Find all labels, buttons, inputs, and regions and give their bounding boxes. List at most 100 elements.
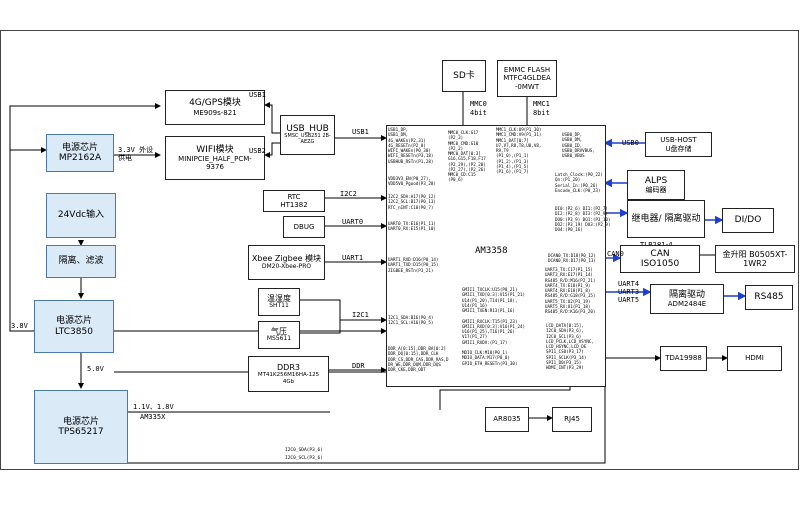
can-box: CAN ISO1050 (620, 245, 700, 273)
dido-box: DI/DO (722, 208, 774, 233)
can-title: CAN ISO1050 (640, 248, 680, 269)
i2c1-pin-list: I2C1_SDA:B16(P0_4) I2C1_SCL:A16(P0_5) (388, 315, 434, 326)
uart0-pin-list: UART0_TX:E16(P1_11) UART0_RX:E15(P1_10) (388, 221, 436, 232)
rtc-pin-list: I2C2_SDA:A17(P0_12) I2C2_SCL:B17(P0_13) … (388, 194, 436, 210)
label-3v3: 3.3V 外设供电 (118, 146, 154, 163)
label-can0: CAN0 (607, 250, 624, 258)
hdmi-box: HDMI (727, 346, 782, 371)
gmii-pin-list: GMII1_TXCLK:U15(P0_21) GMII1_TXD[0:3]:V1… (462, 287, 526, 366)
sht-sub: SHT11 (269, 302, 289, 310)
label-i2c2: I2C2 (340, 190, 357, 198)
zigbee-sub: DM20-Xbee-PRO (261, 262, 312, 270)
sd-title: SD卡 (453, 70, 475, 81)
label-mmc1: MMC1 8bit (533, 100, 550, 118)
label-ddr: DDR (352, 362, 365, 370)
vdd-pin-list: VDD3V3_EN(P0_27), VDD5V0_Pgood(P3_28) (388, 176, 436, 187)
wifi-sub: MINIPCIE_HALF_PCM-9376 (178, 155, 252, 172)
label-usb2-wifi: USB2 (249, 147, 266, 155)
sht11-box: 温湿度 SHT11 (258, 288, 300, 316)
ddr3-box: DDR3 MT41K256M16HA-125 4Gb (248, 356, 329, 392)
input-24v-box: 24Vdc输入 (46, 193, 116, 238)
gps-module-box: 4G/GPS模块 ME909s-821 (165, 90, 265, 125)
label-i2c0-sda: I2C0_SDA(P3_6) (285, 448, 323, 453)
alps-pin-list: Latch_Clock:(P0_22) Qn:(P1_20) Serial_In… (555, 172, 603, 193)
rtc-box: RTC HT1382 (263, 190, 325, 212)
label-uart0: UART0 (342, 218, 364, 226)
ar8035-title: AR8035 (493, 415, 521, 424)
relay-title: 继电器/ 隔离驱动 (631, 213, 701, 224)
label-usb1-gps: USB1 (249, 91, 266, 99)
ddr3-sub: MT41K256M16HA-125 (257, 372, 320, 379)
uart1-pin-list: UART1_RXD:D16(P0_14) UART1_TXD:D15(P0_15… (388, 257, 439, 273)
dbug-box: DBUG (283, 216, 325, 238)
mp2162-title: 电源芯片 MP2162A (58, 142, 102, 163)
ltc3850-box: 电源芯片 LTC3850 (34, 300, 114, 353)
relay-box: 继电器/ 隔离驱动 (627, 200, 705, 238)
mp2162-box: 电源芯片 MP2162A (46, 134, 114, 172)
am3358-chip: AM3358 (386, 125, 606, 387)
alps-title: ALPS (644, 175, 668, 186)
usbhost-sub: U盘存储 (665, 144, 692, 153)
sd-card-box: SD卡 (442, 60, 486, 92)
dido-title: DI/DO (734, 215, 762, 226)
label-uart1: UART1 (342, 254, 364, 262)
tps65217-title: 电源芯片 TPS65217 (58, 416, 104, 437)
label-uart4: UART4 (618, 280, 640, 288)
emmc-title: EMMC FLASH MTFC4GLDEA -0MWT (503, 66, 551, 91)
label-i2c0-scl: I2C0_SCL(P3_6) (285, 456, 323, 461)
tda19988-box: TDA19988 (660, 346, 707, 371)
mmc0-pin-list: MMC0_CLK:G17 (P2_3) MMC0_CMD:G18 (P2_2) … (448, 130, 486, 183)
wifi-title: WIFI模块 (196, 144, 234, 155)
am3358-label: AM3358 (475, 246, 508, 256)
label-uart3: UART3 (618, 288, 640, 296)
dio-pin-list: DI0:(P2_6) DI1:(P2_7) DI2:(P2_8) DI3:(P2… (555, 206, 611, 232)
label-mmc0: MMC0 4bit (470, 100, 487, 118)
ddr-pin-list: DDR_A[0:15],DDR_BA[0:2] DDR_DQ[0:15],DDR… (388, 346, 449, 372)
label-3v8: 3.8V (11, 322, 28, 330)
ddr3-title: DDR3 (277, 363, 300, 373)
iso485-sub: ADM2484E (667, 300, 707, 309)
ddr3-sub2: 4Gb (282, 378, 295, 385)
filter-box: 隔离、滤波 (46, 245, 116, 278)
v24-title: 24Vdc输入 (57, 210, 105, 221)
qiya-sub: MS5611 (266, 335, 292, 343)
lcd-pin-list: LCD_DATA[0:15], I2C0_SDA(P3_6), I2C0_SCL… (546, 323, 594, 370)
rs485-box: RS485 (745, 285, 793, 310)
rs485-title: RS485 (754, 292, 784, 303)
hdmi-title: HDMI (745, 354, 764, 363)
wifi-module-box: WIFI模块 MINIPCIE_HALF_PCM-9376 (165, 136, 265, 180)
rj45-title: RJ45 (564, 415, 580, 424)
rj45-box: RJ45 (552, 407, 592, 432)
usb0-pin-list: USB0_DP, USB0_DM, USB0_ID, USB0_DRVVBUS,… (562, 132, 595, 158)
mmc1-pin-list: MMC1_CLK:U9(P1_30) MMC1_CMD:V9(P1_31) MM… (496, 127, 542, 174)
usbhost-title: USB-HOST (660, 136, 697, 145)
diagram-frame (0, 30, 799, 470)
ms5611-box: 气压 MS5611 (258, 321, 300, 349)
label-i2c1: I2C1 (352, 311, 369, 319)
label-5v0: 5.0V (87, 365, 104, 373)
label-usb1-hub: USB1 (352, 128, 369, 136)
iso485-box: 隔离驱动 ADM2484E (650, 284, 724, 314)
usb-host-box: USB-HOST U盘存储 (645, 132, 712, 157)
ltc3850-title: 电源芯片 LTC3850 (55, 316, 93, 337)
dbug-title: DBUG (293, 222, 315, 231)
ar8035-box: AR8035 (485, 407, 529, 432)
filter-title: 隔离、滤波 (58, 256, 104, 267)
jinsheng-box: 金升阳 B0505XT-1WR2 (715, 245, 795, 273)
usb-pin-list: USB1_DP, USB1_DM, 4G_WAKEn(P2,31) 4G_RES… (388, 127, 434, 164)
label-usb0: USB0 (622, 139, 639, 147)
jinsheng-title: 金升阳 B0505XT-1WR2 (722, 249, 788, 268)
label-uart5: UART5 (618, 296, 640, 304)
zigbee-box: Xbee Zigbee 模块 DM20-Xbee-PRO (248, 245, 325, 280)
tda-title: TDA19988 (665, 354, 702, 363)
iso485-title: 隔离驱动 (668, 289, 705, 300)
rtc-sub: HT1382 (280, 201, 308, 209)
emmc-box: EMMC FLASH MTFC4GLDEA -0MWT (497, 60, 557, 97)
usbhub-title: USB_HUB (286, 124, 329, 135)
usb-hub-box: USB_HUB SMSC_USB251 2B-AEZG (280, 115, 335, 155)
gps-sub: ME909s-821 (193, 108, 237, 117)
label-1v1-1v8: 1.1V、1.8V (133, 403, 174, 411)
label-am335x: AM335X (140, 413, 166, 421)
sht-title: 温湿度 (267, 293, 291, 303)
uart-pin-list: UART3_TX:C17(P1_15) UART3_RX:E17(P1_14) … (545, 267, 596, 314)
